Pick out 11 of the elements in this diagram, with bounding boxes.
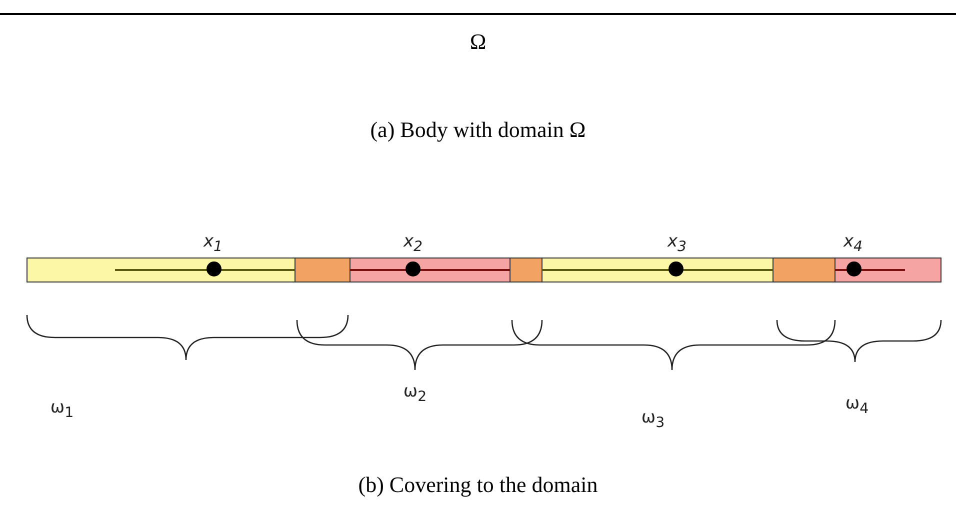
point-label: x$_{1}$ [203,234,223,254]
figure-caption: (a) Body with domain Ω [370,119,586,141]
subdomain-label: ω$_{3}$ [641,410,665,430]
point-label: x$_{2}$ [403,234,423,254]
point-label: x$_{3}$ [667,234,687,254]
subdomain-label: ω$_{4}$ [845,396,869,416]
figure-caption: (b) Covering to the domain [358,474,598,496]
subdomain-label: ω$_{2}$ [403,384,427,404]
domain-symbol: Ω [470,31,486,53]
point-label: x$_{4}$ [843,234,863,254]
subdomain-label: ω$_{1}$ [50,400,74,420]
